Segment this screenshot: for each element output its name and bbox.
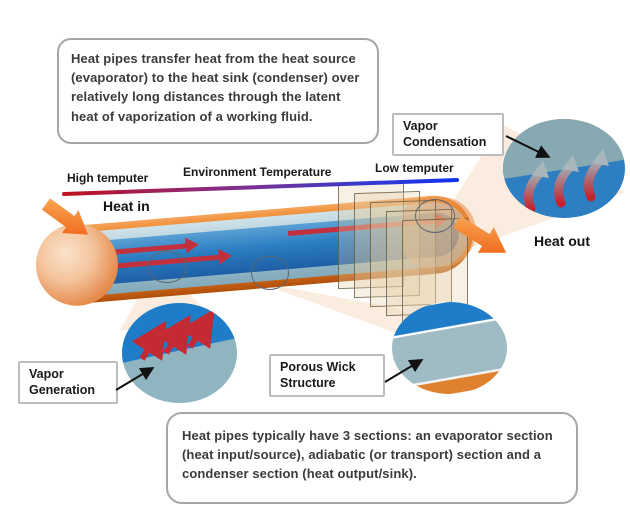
heat-in-label: Heat in [103,198,150,214]
condensation-arrows-icon [523,149,609,214]
vapor-generation-label: Vapor Generation [18,361,118,405]
callout-line: Vapor [29,367,64,381]
vapor-condensation-label: Vapor Condensation [392,113,504,157]
callout-line: Generation [29,382,95,397]
magnifier-circle [251,256,289,290]
label-low-temperature: Low temputer [375,161,454,175]
callout-line: Vapor [403,119,438,133]
porous-wick-label: Porous Wick Structure [269,354,385,398]
inset-vapor-condensation [503,119,625,218]
callout-line: Structure [280,375,336,390]
label-environment-temperature: Environment Temperature [183,165,332,179]
top-note: Heat pipes transfer heat from the heat s… [57,38,379,144]
callout-line: Condensation [403,134,487,149]
bottom-note: Heat pipes typically have 3 sections: an… [166,412,578,504]
magnifier-circle [415,199,455,233]
inset-porous-wick [392,302,507,394]
heat-out-label: Heat out [534,233,590,249]
callout-line: Porous Wick [280,360,356,374]
generation-arrows-icon [131,308,215,361]
magnifier-circle [147,251,187,283]
inset-vapor-generation [122,303,237,403]
label-high-temperature: High temputer [67,171,149,185]
